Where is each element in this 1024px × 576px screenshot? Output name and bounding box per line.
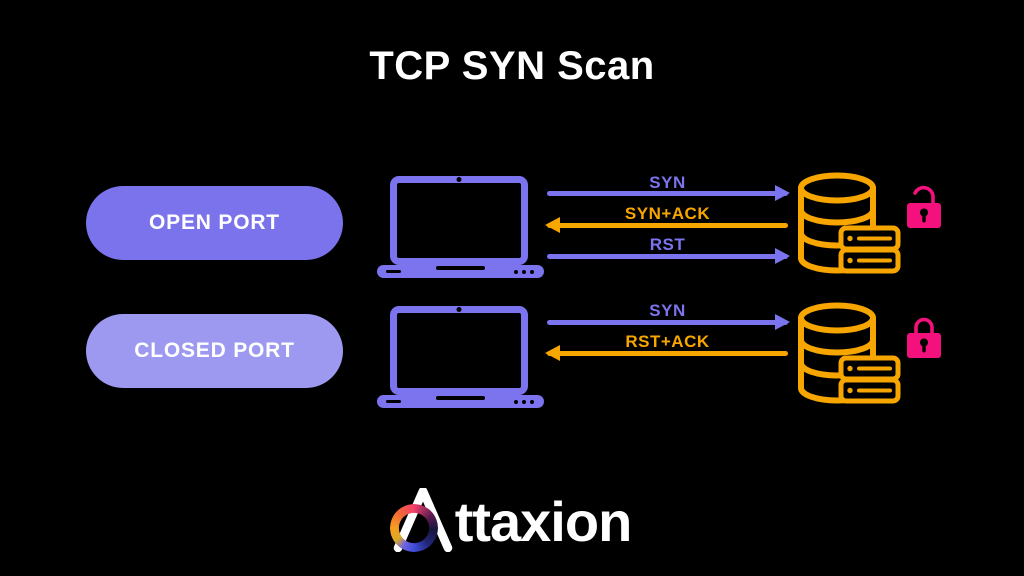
open-port-label: OPEN PORT <box>149 211 280 234</box>
laptop-base-slot <box>436 266 485 270</box>
locked-padlock-icon <box>904 314 944 360</box>
syn-ack-arrow <box>545 217 788 233</box>
laptop-base-dot <box>514 270 518 274</box>
logo-gradient-ring-icon <box>389 504 438 552</box>
rst-ack-arrow <box>545 345 788 361</box>
laptop-base-notch <box>386 400 401 403</box>
laptop-camera-dot <box>456 177 462 182</box>
laptop-screen <box>390 176 528 265</box>
laptop-base-dot <box>530 400 534 404</box>
syn-arrow <box>547 314 790 330</box>
laptop-base-dot <box>530 270 534 274</box>
laptop-base-notch <box>386 270 401 273</box>
rst-arrow <box>547 248 790 264</box>
syn-label: SYN <box>649 173 686 192</box>
attaxion-wordmark: ttaxion <box>454 490 633 553</box>
laptop-base-dot <box>522 270 526 274</box>
laptop-icon <box>377 306 544 408</box>
page-title: TCP SYN Scan <box>369 44 655 88</box>
rst-label: RST <box>649 235 686 254</box>
unlocked-padlock-icon <box>904 184 944 230</box>
syn-ack-label: SYN+ACK <box>624 204 711 223</box>
syn-arrow <box>547 185 790 201</box>
closed-port-pill: CLOSED PORT <box>86 314 343 388</box>
open-port-pill: OPEN PORT <box>86 186 343 260</box>
laptop-base <box>377 395 544 408</box>
laptop-base <box>377 265 544 278</box>
database-server-icon <box>795 302 901 406</box>
closed-port-label: CLOSED PORT <box>134 339 295 362</box>
laptop-base-slot <box>436 396 485 400</box>
laptop-camera-dot <box>456 307 462 312</box>
laptop-screen <box>390 306 528 395</box>
database-server-icon <box>795 172 901 276</box>
laptop-base-dot <box>514 400 518 404</box>
laptop-icon <box>377 176 544 278</box>
rst-ack-label: RST+ACK <box>625 332 710 351</box>
laptop-base-dot <box>522 400 526 404</box>
syn-label: SYN <box>649 301 686 320</box>
attaxion-logo: ttaxion <box>0 484 1024 556</box>
attaxion-logo-a-icon <box>389 487 455 553</box>
